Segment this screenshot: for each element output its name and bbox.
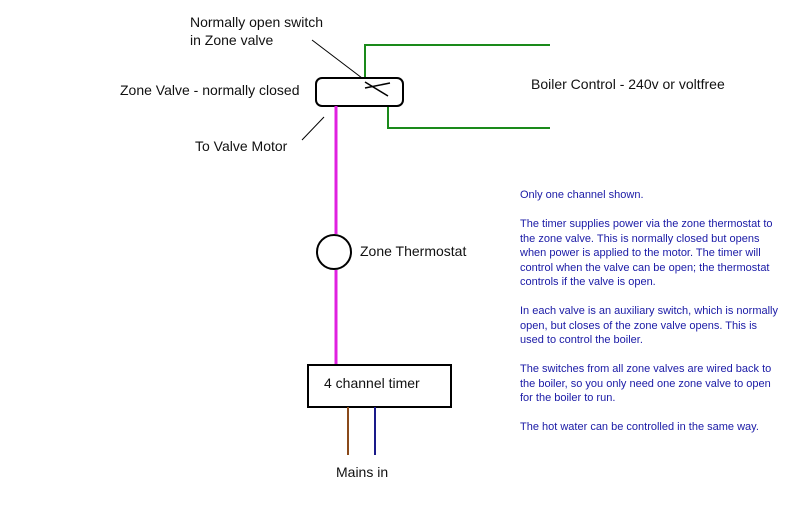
zone-valve-box (315, 77, 404, 107)
switch-leader-line (311, 39, 363, 79)
valve-motor-label: To Valve Motor (195, 138, 288, 154)
zone-valve-label: Zone Valve - normally closed (120, 82, 300, 98)
boiler-control-label: Boiler Control - 240v or voltfree (531, 76, 725, 92)
timer-label: 4 channel timer (324, 375, 420, 391)
boiler-wire-bottom (387, 96, 550, 129)
switch-lever (364, 82, 391, 89)
timer-box (307, 364, 452, 408)
zone-thermostat-label: Zone Thermostat (360, 243, 467, 259)
switch-label-line1: Normally open switch (190, 14, 324, 30)
mains-label: Mains in (336, 464, 389, 480)
note-paragraph: In each valve is an auxiliary switch, wh… (520, 305, 778, 346)
switch-contact (364, 81, 389, 97)
note-paragraph: The hot water can be controlled in the s… (520, 421, 759, 433)
motor-leader-line (301, 116, 325, 141)
note-paragraph: Only one channel shown. (520, 189, 644, 201)
explanation-notes: Only one channel shown. The timer suppli… (520, 188, 780, 449)
zone-thermostat-symbol (316, 234, 352, 270)
note-paragraph: The switches from all zone valves are wi… (520, 363, 772, 404)
boiler-wire-top (364, 44, 550, 80)
note-paragraph: The timer supplies power via the zone th… (520, 218, 773, 288)
switch-label-line2: in Zone valve (190, 32, 274, 48)
